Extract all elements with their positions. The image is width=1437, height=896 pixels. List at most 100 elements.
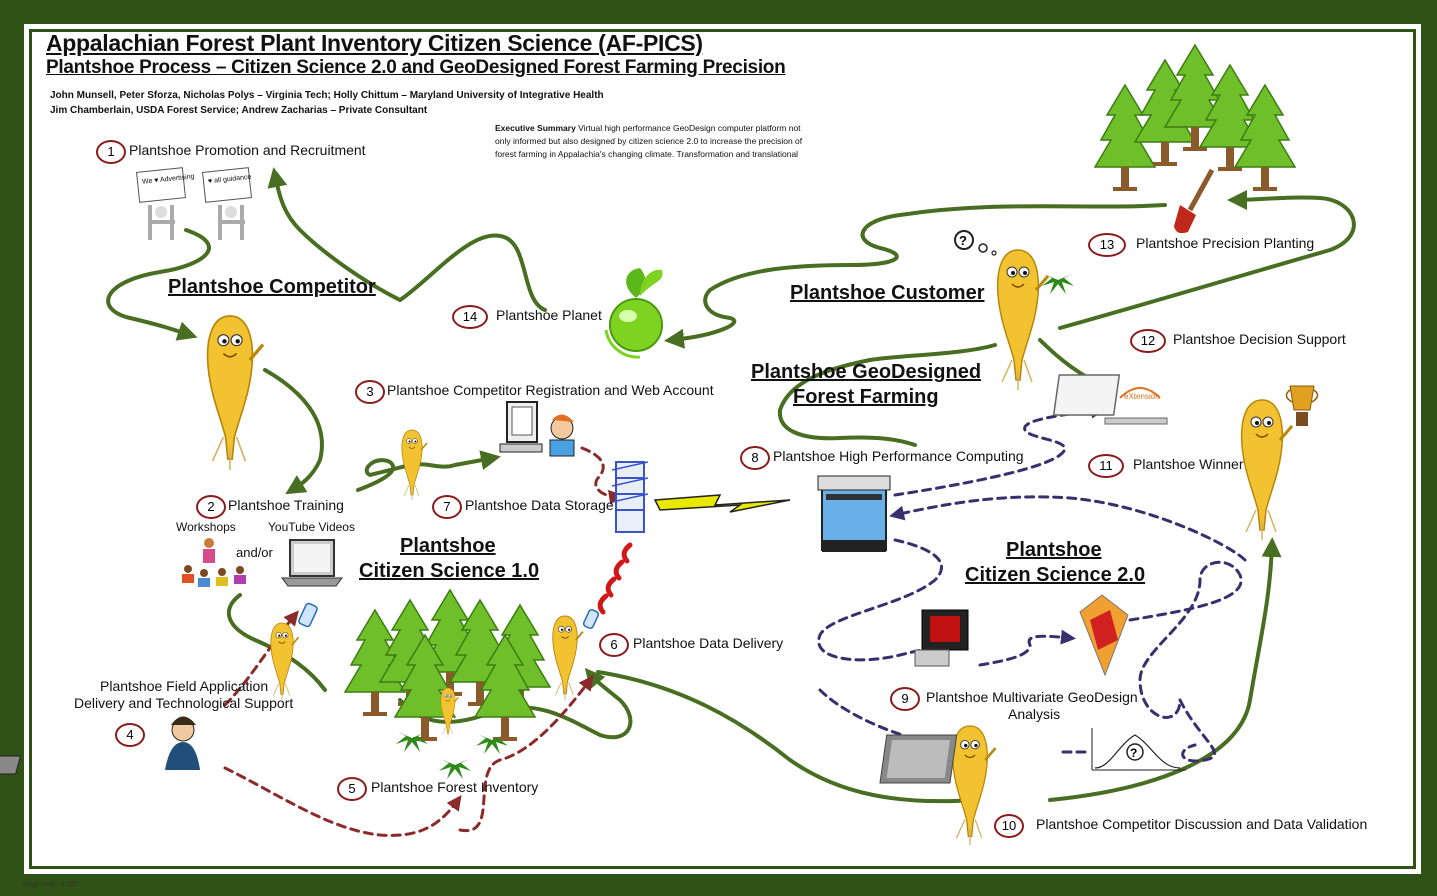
step-10-badge: 10 bbox=[994, 814, 1024, 838]
path-competitor-to-training bbox=[263, 368, 324, 495]
step-11-label: Plantshoe Winner bbox=[1133, 456, 1244, 472]
executive-summary-line-1: Virtual high performance GeoDesign compu… bbox=[575, 123, 801, 133]
path-promotion-to-competitor bbox=[106, 228, 211, 341]
step-8-badge: 8 bbox=[740, 446, 770, 470]
step-4-badge: 4 bbox=[115, 723, 145, 747]
step-5-badge: 5 bbox=[337, 777, 367, 801]
monitor-icon bbox=[914, 609, 969, 667]
heading-geodesigned-line-1: Plantshoe GeoDesigned bbox=[751, 361, 982, 383]
page-title: Appalachian Forest Plant Inventory Citiz… bbox=[46, 30, 703, 56]
step-3-badge: 3 bbox=[355, 380, 385, 404]
path-customer-to-planet bbox=[664, 203, 1167, 349]
shovel-icon bbox=[1174, 168, 1215, 234]
computer-icon bbox=[499, 401, 575, 457]
path-training-to-registration bbox=[356, 450, 501, 492]
step-2-badge: 2 bbox=[196, 495, 226, 519]
step-10-label: Plantshoe Competitor Discussion and Data… bbox=[1036, 816, 1368, 832]
svg-text:?: ? bbox=[1130, 746, 1137, 760]
path-right-loop-lower bbox=[1178, 698, 1216, 763]
ginseng-mascot-winner bbox=[1240, 398, 1294, 542]
heading-customer: Plantshoe Customer bbox=[790, 282, 985, 304]
ginseng-mascot-delivery bbox=[551, 615, 584, 701]
training-youtube: YouTube Videos bbox=[268, 520, 355, 534]
step-14-label: Plantshoe Planet bbox=[496, 307, 602, 323]
path-hpc-to-analysis bbox=[817, 538, 946, 662]
step-7-badge: 7 bbox=[432, 495, 462, 519]
step-11-badge: 11 bbox=[1088, 454, 1124, 478]
thought-bubble-icon: ? bbox=[954, 230, 997, 256]
bell-curve-icon: ? bbox=[1091, 728, 1186, 771]
trophy-icon bbox=[1285, 385, 1319, 426]
path-delivery-to-discussion bbox=[596, 670, 977, 804]
authors-line-1: John Munsell, Peter Sforza, Nicholas Pol… bbox=[50, 90, 604, 101]
image-credit: Image credit – 11397 bbox=[22, 882, 78, 888]
path-training-to-field bbox=[227, 593, 327, 692]
server-icon bbox=[611, 461, 649, 533]
path-registration-to-storage bbox=[580, 446, 624, 505]
extension-logo-text: eXtension bbox=[1124, 392, 1160, 401]
technician-icon bbox=[0, 716, 200, 775]
step-4-label-line-1: Plantshoe Field Application bbox=[100, 678, 269, 694]
step-13-label: Plantshoe Precision Planting bbox=[1136, 235, 1315, 251]
executive-summary: Executive Summary Virtual high performan… bbox=[495, 122, 802, 161]
step-6-badge: 6 bbox=[599, 633, 629, 657]
executive-summary-label: Executive Summary bbox=[495, 123, 576, 133]
training-workshops: Workshops bbox=[176, 520, 236, 534]
authors-line-2: Jim Chamberlain, USDA Forest Service; An… bbox=[50, 105, 428, 116]
path-competitor-to-planet-up bbox=[267, 167, 402, 302]
extension-laptop-icon bbox=[1052, 374, 1168, 425]
path-planet-swoop bbox=[398, 233, 547, 312]
executive-summary-line-3: forest farming in Appalachia's changing … bbox=[495, 149, 799, 159]
map-icon bbox=[1079, 594, 1129, 677]
step-2-label: Plantshoe Training bbox=[228, 497, 344, 513]
path-analysis-map bbox=[978, 629, 1076, 667]
planet-icon bbox=[604, 268, 663, 359]
step-1-badge: 1 bbox=[96, 140, 126, 164]
people-icon bbox=[182, 538, 246, 587]
step-13-badge: 13 bbox=[1088, 233, 1126, 257]
path-customer-to-geodesigned bbox=[777, 343, 997, 447]
heading-cs1-line-2: Citizen Science 1.0 bbox=[359, 560, 540, 582]
heading-cs2-line-2: Citizen Science 2.0 bbox=[965, 564, 1146, 586]
laptop-icon bbox=[281, 539, 343, 587]
ginseng-mascot-competitor bbox=[205, 314, 265, 472]
step-12-badge: 12 bbox=[1130, 329, 1166, 353]
step-1-label: Plantshoe Promotion and Recruitment bbox=[129, 142, 366, 158]
ginseng-mascot-customer bbox=[996, 248, 1050, 392]
training-andor: and/or bbox=[236, 545, 273, 560]
wifi-signal-icon bbox=[597, 542, 633, 615]
path-winner-to-hpc bbox=[889, 495, 1247, 562]
step-9-label-line-2: Analysis bbox=[1008, 706, 1061, 722]
step-7-label: Plantshoe Data Storage bbox=[465, 497, 614, 513]
green-process-paths bbox=[106, 167, 1356, 804]
hpc-computer-icon bbox=[817, 475, 891, 552]
path-forest-loop bbox=[398, 667, 633, 740]
step-5-label: Plantshoe Forest Inventory bbox=[371, 779, 539, 795]
path-discussion-to-winner bbox=[1048, 537, 1282, 802]
phone-icon bbox=[298, 602, 600, 630]
forest-trees-top bbox=[1094, 44, 1296, 192]
heading-competitor: Plantshoe Competitor bbox=[168, 276, 376, 298]
heading-cs1-line-1: Plantshoe bbox=[400, 535, 496, 557]
executive-summary-line-2: only informed but also designed by citiz… bbox=[495, 136, 803, 146]
heading-cs2-line-1: Plantshoe bbox=[1006, 539, 1102, 561]
step-14-badge: 14 bbox=[452, 305, 488, 329]
step-6-label: Plantshoe Data Delivery bbox=[633, 635, 784, 651]
step-9-badge: 9 bbox=[890, 687, 920, 711]
path-inventory-loop bbox=[458, 675, 594, 833]
step-9-label-line-1: Plantshoe Multivariate GeoDesign bbox=[926, 689, 1138, 705]
path-field-to-forest-inventory bbox=[223, 766, 462, 837]
fern-icon bbox=[439, 759, 471, 779]
path-hpc-to-decision bbox=[893, 403, 1106, 497]
path-customer-to-planting bbox=[1058, 189, 1356, 330]
path-map-to-right-loop bbox=[1128, 560, 1243, 719]
promotion-signs bbox=[136, 167, 252, 240]
step-4-label-line-2: Delivery and Technological Support bbox=[74, 695, 294, 711]
page-subtitle: Plantshoe Process – Citizen Science 2.0 … bbox=[46, 57, 786, 78]
step-3-label: Plantshoe Competitor Registration and We… bbox=[387, 382, 714, 398]
poster-panel bbox=[24, 24, 1421, 874]
step-8-label: Plantshoe High Performance Computing bbox=[773, 448, 1024, 464]
heading-geodesigned-line-2: Forest Farming bbox=[793, 386, 939, 408]
svg-text:?: ? bbox=[959, 233, 967, 248]
